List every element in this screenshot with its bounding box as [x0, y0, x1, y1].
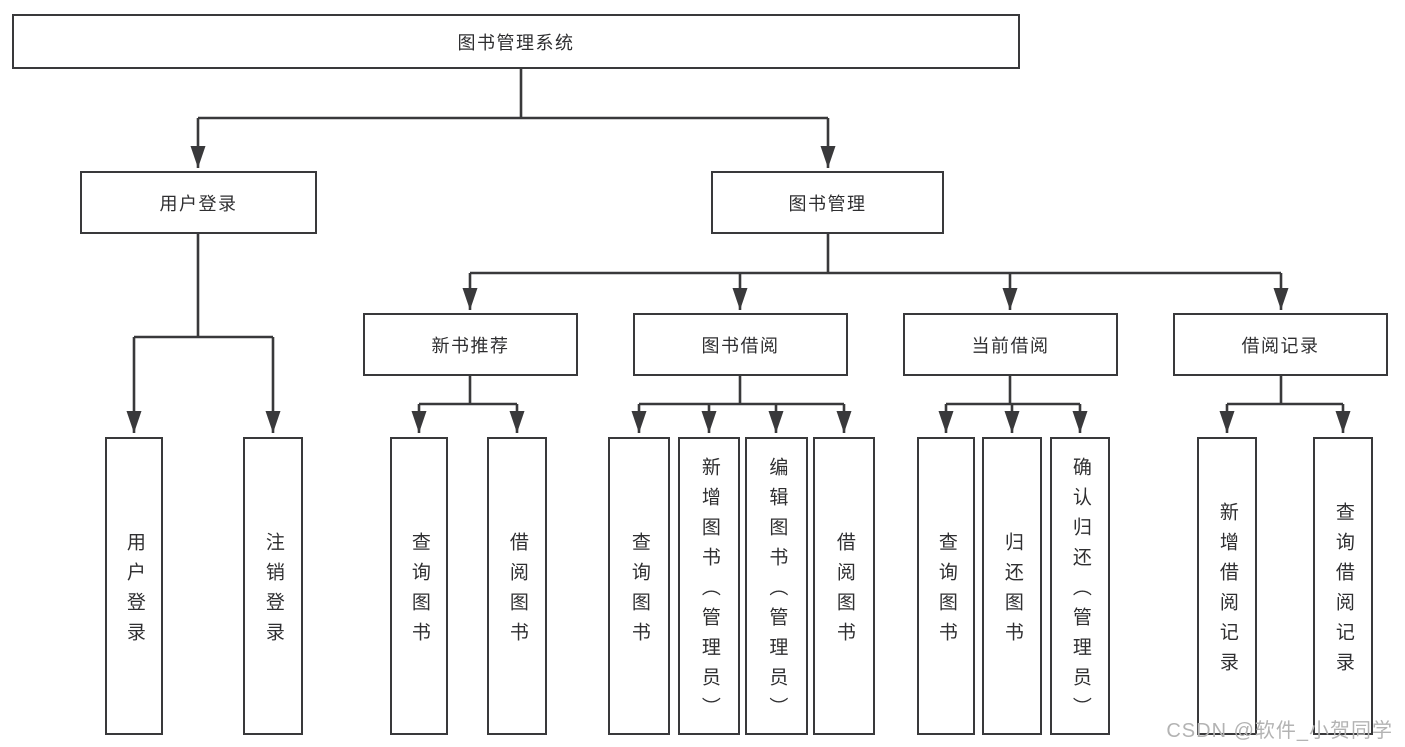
leaf-edit-books-admin: 编辑图书（管理员）	[745, 437, 808, 735]
leaf-logout-login: 注销登录	[243, 437, 303, 735]
node-book-borrowing: 图书借阅	[633, 313, 848, 376]
leaf-query-books-current: 查询图书	[917, 437, 975, 735]
leaf-return-books: 归还图书	[982, 437, 1042, 735]
node-library-management-system: 图书管理系统	[12, 14, 1020, 69]
csdn-watermark: CSDN @软件_小贺同学	[1166, 720, 1393, 742]
leaf-query-books-borrowing: 查询图书	[608, 437, 670, 735]
node-borrowing-records: 借阅记录	[1173, 313, 1388, 376]
leaf-return-books-label: 归还图书	[1001, 531, 1023, 652]
leaf-user-login-label: 用户登录	[123, 531, 145, 652]
leaf-edit-books-admin-label: 编辑图书（管理员）	[766, 456, 788, 727]
leaf-borrow-books-recommend-label: 借阅图书	[506, 531, 528, 652]
leaf-add-books-admin: 新增图书（管理员）	[678, 437, 740, 735]
node-current-borrowing: 当前借阅	[903, 313, 1118, 376]
leaf-query-books-recommend-label: 查询图书	[408, 531, 430, 652]
node-new-book-recommend: 新书推荐	[363, 313, 578, 376]
node-book-management: 图书管理	[711, 171, 944, 234]
leaf-borrow-books-recommend: 借阅图书	[487, 437, 547, 735]
leaf-query-books-borrowing-label: 查询图书	[628, 531, 650, 652]
leaf-confirm-return-admin-label: 确认归还（管理员）	[1069, 456, 1091, 727]
leaf-query-borrow-record-label: 查询借阅记录	[1332, 501, 1354, 682]
node-user-login: 用户登录	[80, 171, 317, 234]
leaf-confirm-return-admin: 确认归还（管理员）	[1050, 437, 1110, 735]
leaf-add-books-admin-label: 新增图书（管理员）	[698, 456, 720, 727]
leaf-add-borrow-record: 新增借阅记录	[1197, 437, 1257, 735]
leaf-borrow-books-borrowing: 借阅图书	[813, 437, 875, 735]
leaf-query-borrow-record: 查询借阅记录	[1313, 437, 1373, 735]
leaf-borrow-books-borrowing-label: 借阅图书	[833, 531, 855, 652]
leaf-add-borrow-record-label: 新增借阅记录	[1216, 501, 1238, 682]
leaf-query-books-recommend: 查询图书	[390, 437, 448, 735]
leaf-user-login: 用户登录	[105, 437, 163, 735]
leaf-query-books-current-label: 查询图书	[935, 531, 957, 652]
leaf-logout-login-label: 注销登录	[262, 531, 284, 652]
